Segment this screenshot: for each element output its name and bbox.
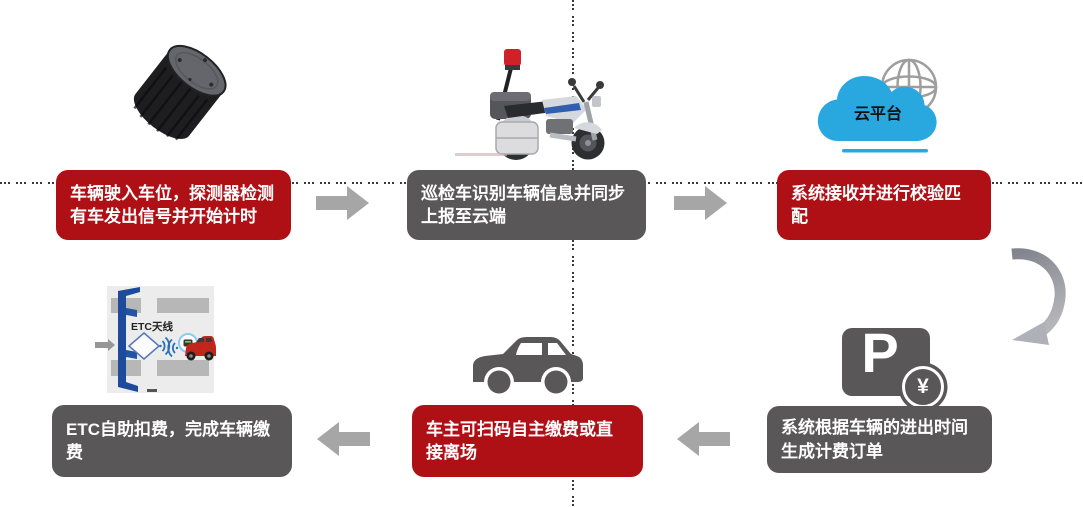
cloud-platform-label: 云平台 — [854, 104, 902, 123]
yen-symbol: ¥ — [917, 375, 929, 398]
step-box-5: 车主可扫码自主缴费或直接离场 — [412, 405, 643, 477]
curved-arrow-icon — [1011, 248, 1066, 345]
arrow-left-icon — [677, 422, 730, 456]
entry-arrow-icon — [95, 339, 115, 351]
step-5-label: 车主可扫码自主缴费或直接离场 — [426, 419, 613, 462]
parking-letter: P — [861, 321, 899, 384]
cloud-platform-icon: 云平台 — [817, 58, 938, 153]
car-icon — [473, 337, 583, 397]
detector-icon — [133, 44, 227, 141]
vertical-dotted-divider — [572, 0, 574, 507]
photo-watermark — [455, 153, 507, 156]
step-box-6: ETC自助扣费，完成车辆缴费 — [52, 405, 292, 477]
cloud-shape — [817, 76, 937, 141]
yen-coin-icon: ¥ — [902, 366, 944, 408]
step-6-label: ETC自助扣费，完成车辆缴费 — [66, 419, 270, 462]
step-box-4: 系统根据车辆的进出时间生成计费订单 — [767, 406, 992, 473]
patrol-motorcycle-icon — [490, 49, 605, 160]
arrow-right-icon — [316, 186, 369, 220]
antenna-diamond — [127, 332, 161, 360]
red-car — [185, 336, 216, 361]
step-box-3: 系统接收并进行校验匹配 — [777, 170, 991, 240]
arrow-right-icon — [674, 186, 727, 220]
etc-gantry-pole — [118, 287, 140, 392]
parking-fee-icon: P ¥ — [842, 321, 944, 408]
red-beacon — [504, 49, 521, 66]
arrow-left-icon — [317, 422, 370, 456]
step-1-label: 车辆驶入车位，探测器检测有车发出信号并开始计时 — [70, 183, 274, 226]
etc-lane-illustration: ETC天线 — [95, 286, 216, 393]
etc-antenna-label: ETC天线 — [131, 320, 173, 333]
step-box-1: 车辆驶入车位，探测器检测有车发出信号并开始计时 — [56, 170, 291, 240]
wifi-signal-icon — [167, 338, 179, 358]
step-3-label: 系统接收并进行校验匹配 — [791, 183, 961, 226]
step-box-2: 巡检车识别车辆信息并同步上报至云端 — [407, 170, 646, 240]
step-4-label: 系统根据车辆的进出时间生成计费订单 — [781, 418, 968, 461]
step-2-label: 巡检车识别车辆信息并同步上报至云端 — [421, 183, 625, 226]
